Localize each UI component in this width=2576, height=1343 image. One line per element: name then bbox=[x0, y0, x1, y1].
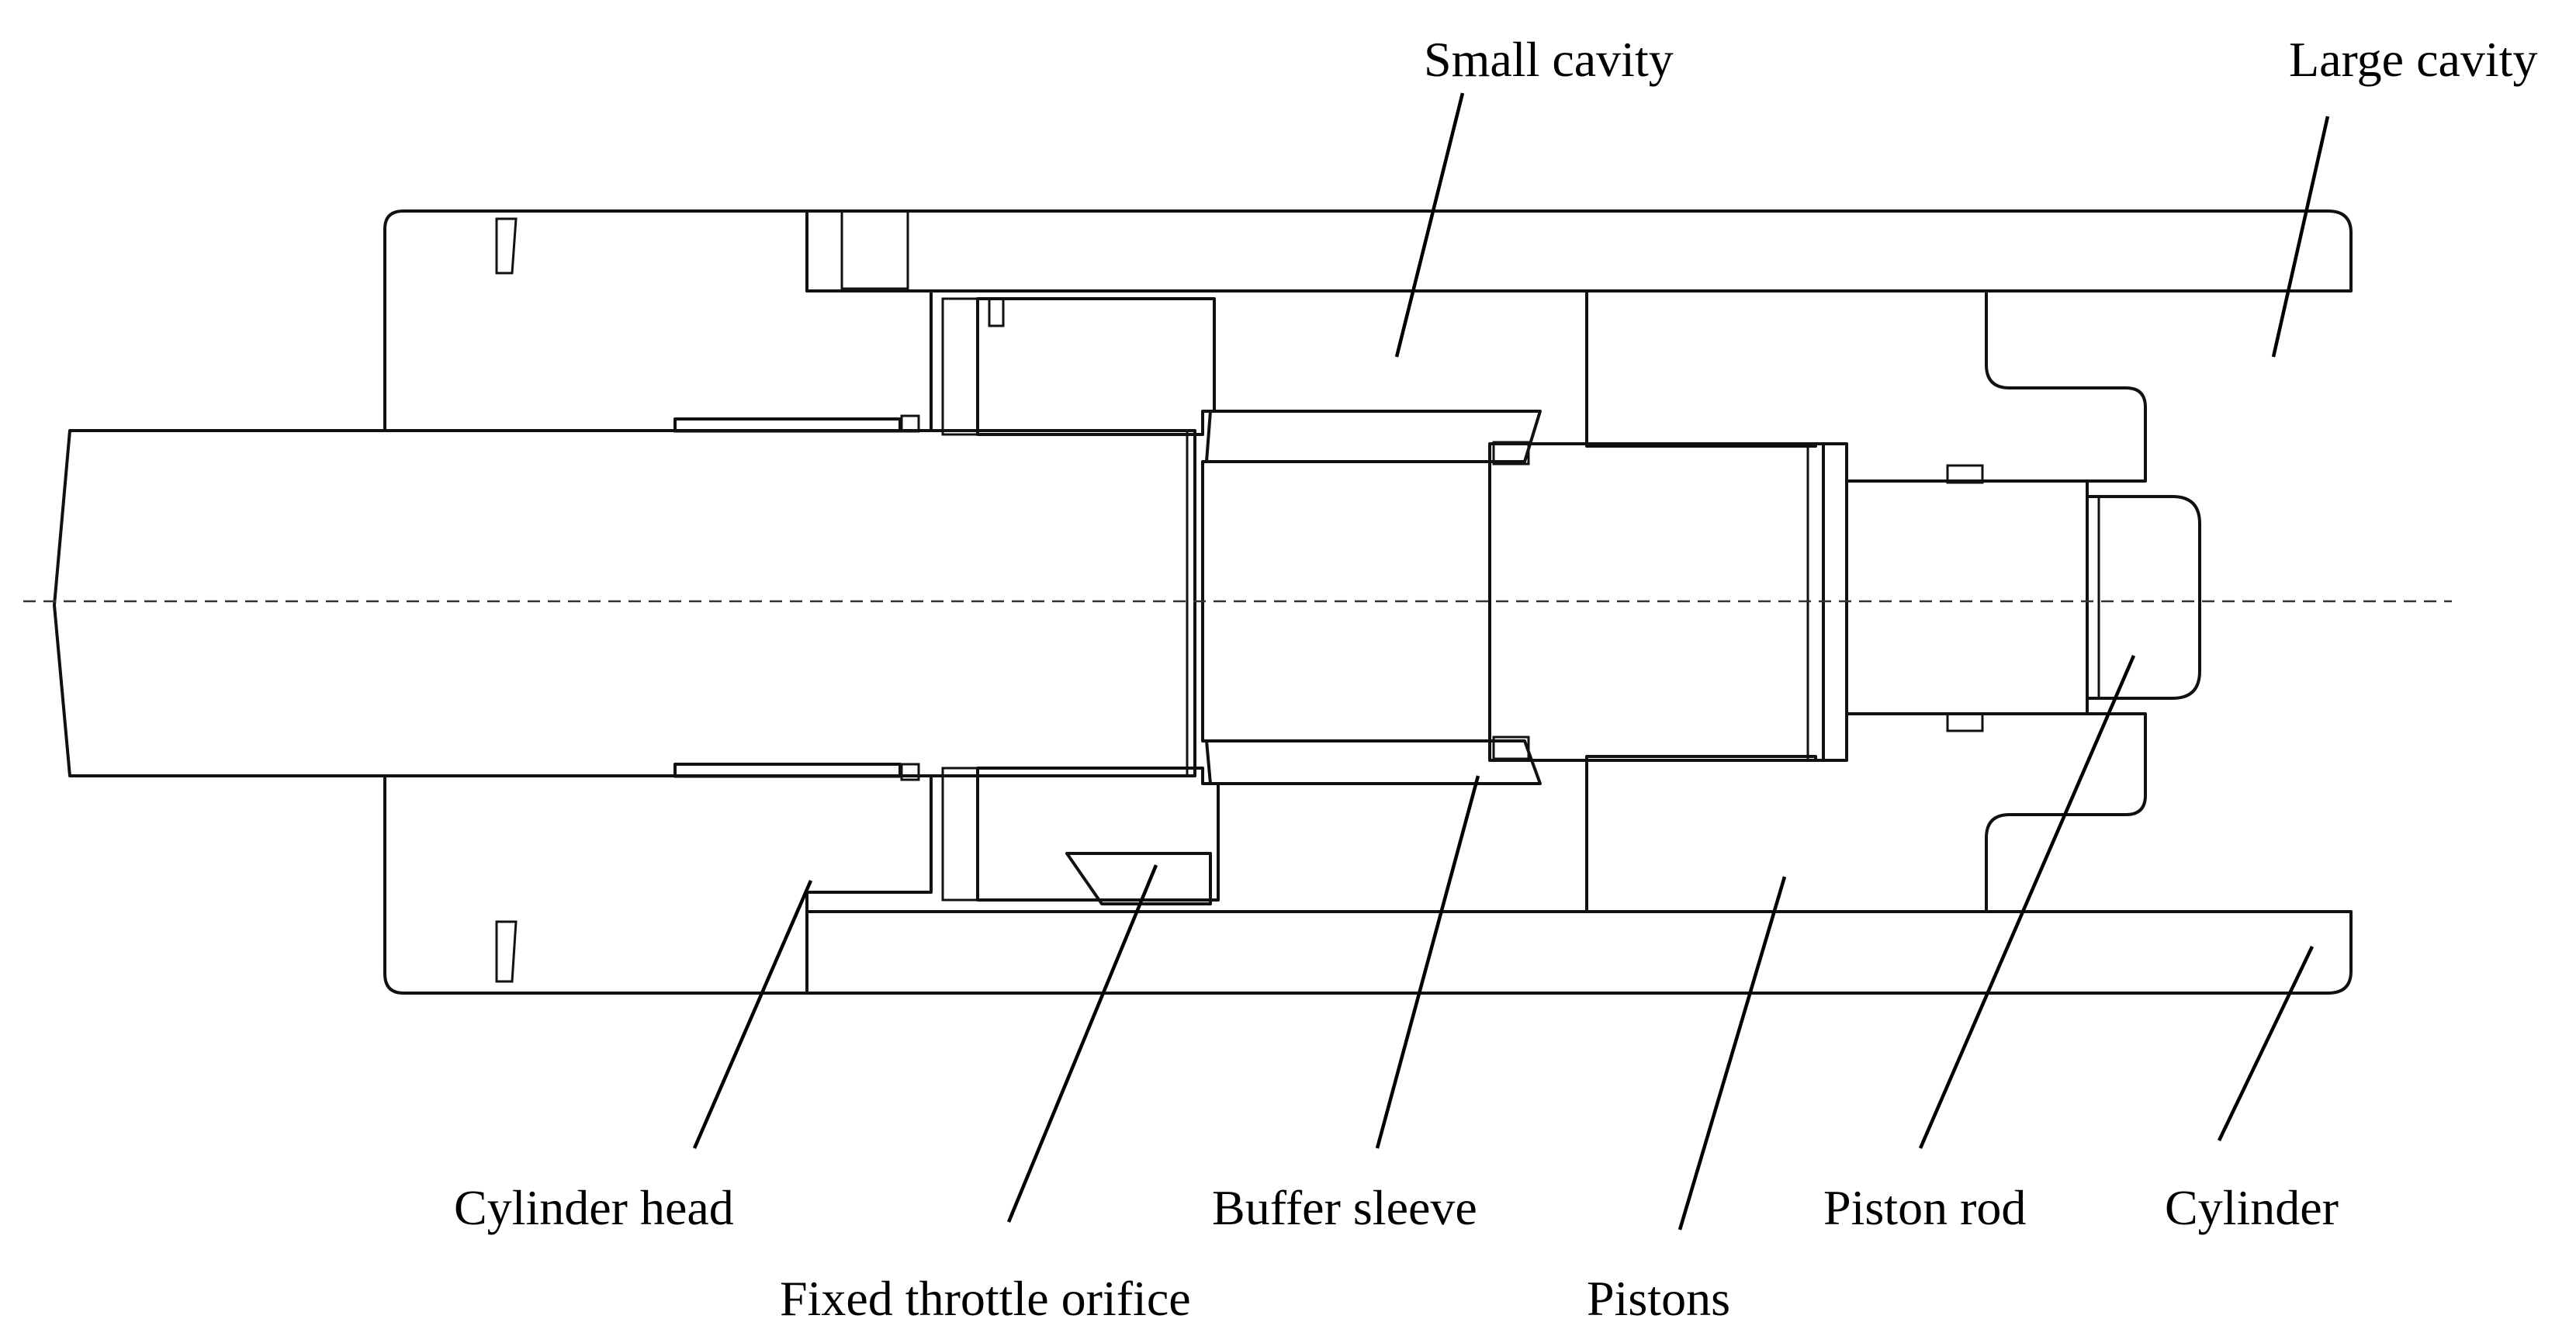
leader-cylinder bbox=[2217, 946, 2315, 1141]
buffer-sleeve-upper bbox=[1205, 410, 1542, 463]
port bbox=[840, 209, 909, 290]
cylinder-bottom-wall bbox=[805, 910, 2353, 995]
rod-end-nose bbox=[2086, 495, 2201, 700]
leader-small-cavity bbox=[1394, 92, 1465, 358]
label-pistons: Pistons bbox=[1587, 1271, 1730, 1326]
leader-piston-rod bbox=[1918, 655, 2136, 1149]
leader-large-cavity bbox=[2271, 116, 2330, 358]
leader-cylinder-head bbox=[692, 880, 813, 1149]
fixed-throttle-orifice-insert bbox=[1065, 852, 1212, 905]
carrier-gap-upper bbox=[941, 297, 979, 436]
label-cylinder: Cylinder bbox=[2165, 1180, 2339, 1235]
leader-lines bbox=[692, 92, 2330, 1231]
label-small-cavity: Small cavity bbox=[1424, 32, 1674, 87]
oring-groove-upper bbox=[495, 217, 518, 275]
piston-seal-lower bbox=[1946, 712, 1984, 732]
label-large-cavity: Large cavity bbox=[2289, 32, 2537, 87]
cylinder-barrel bbox=[805, 209, 2353, 995]
piston-upper bbox=[1585, 289, 2147, 483]
label-fixed-throttle-orifice: Fixed throttle orifice bbox=[780, 1271, 1191, 1326]
cylinder-top-wall bbox=[805, 209, 2353, 292]
rod-left-end bbox=[53, 429, 1196, 777]
head-seal-lower bbox=[900, 763, 920, 781]
label-cylinder-head: Cylinder head bbox=[454, 1180, 734, 1235]
piston-lower bbox=[1585, 712, 2147, 913]
cylinder-head-upper bbox=[383, 209, 933, 432]
leader-pistons bbox=[1678, 876, 1787, 1231]
carrier-lower bbox=[976, 767, 1220, 902]
oring-groove-lower bbox=[495, 920, 518, 983]
piston-rod-end bbox=[1845, 479, 2201, 715]
piston-rod-shaft bbox=[53, 429, 1196, 777]
label-buffer-sleeve: Buffer sleeve bbox=[1212, 1180, 1477, 1235]
leader-buffer-sleeve bbox=[1375, 775, 1480, 1149]
cylinder-head-lower bbox=[383, 763, 933, 995]
carrier-gap-lower bbox=[941, 767, 979, 902]
buffer-carrier bbox=[941, 297, 1220, 902]
label-piston-rod: Piston rod bbox=[1823, 1180, 2026, 1235]
labels: Small cavity Large cavity Cylinder head … bbox=[454, 32, 2537, 1326]
leader-fixed-throttle-orifice bbox=[1006, 864, 1158, 1223]
rod-end-shank bbox=[1845, 479, 2089, 715]
carrier-pin bbox=[988, 297, 1005, 327]
carrier-upper bbox=[976, 297, 1216, 436]
